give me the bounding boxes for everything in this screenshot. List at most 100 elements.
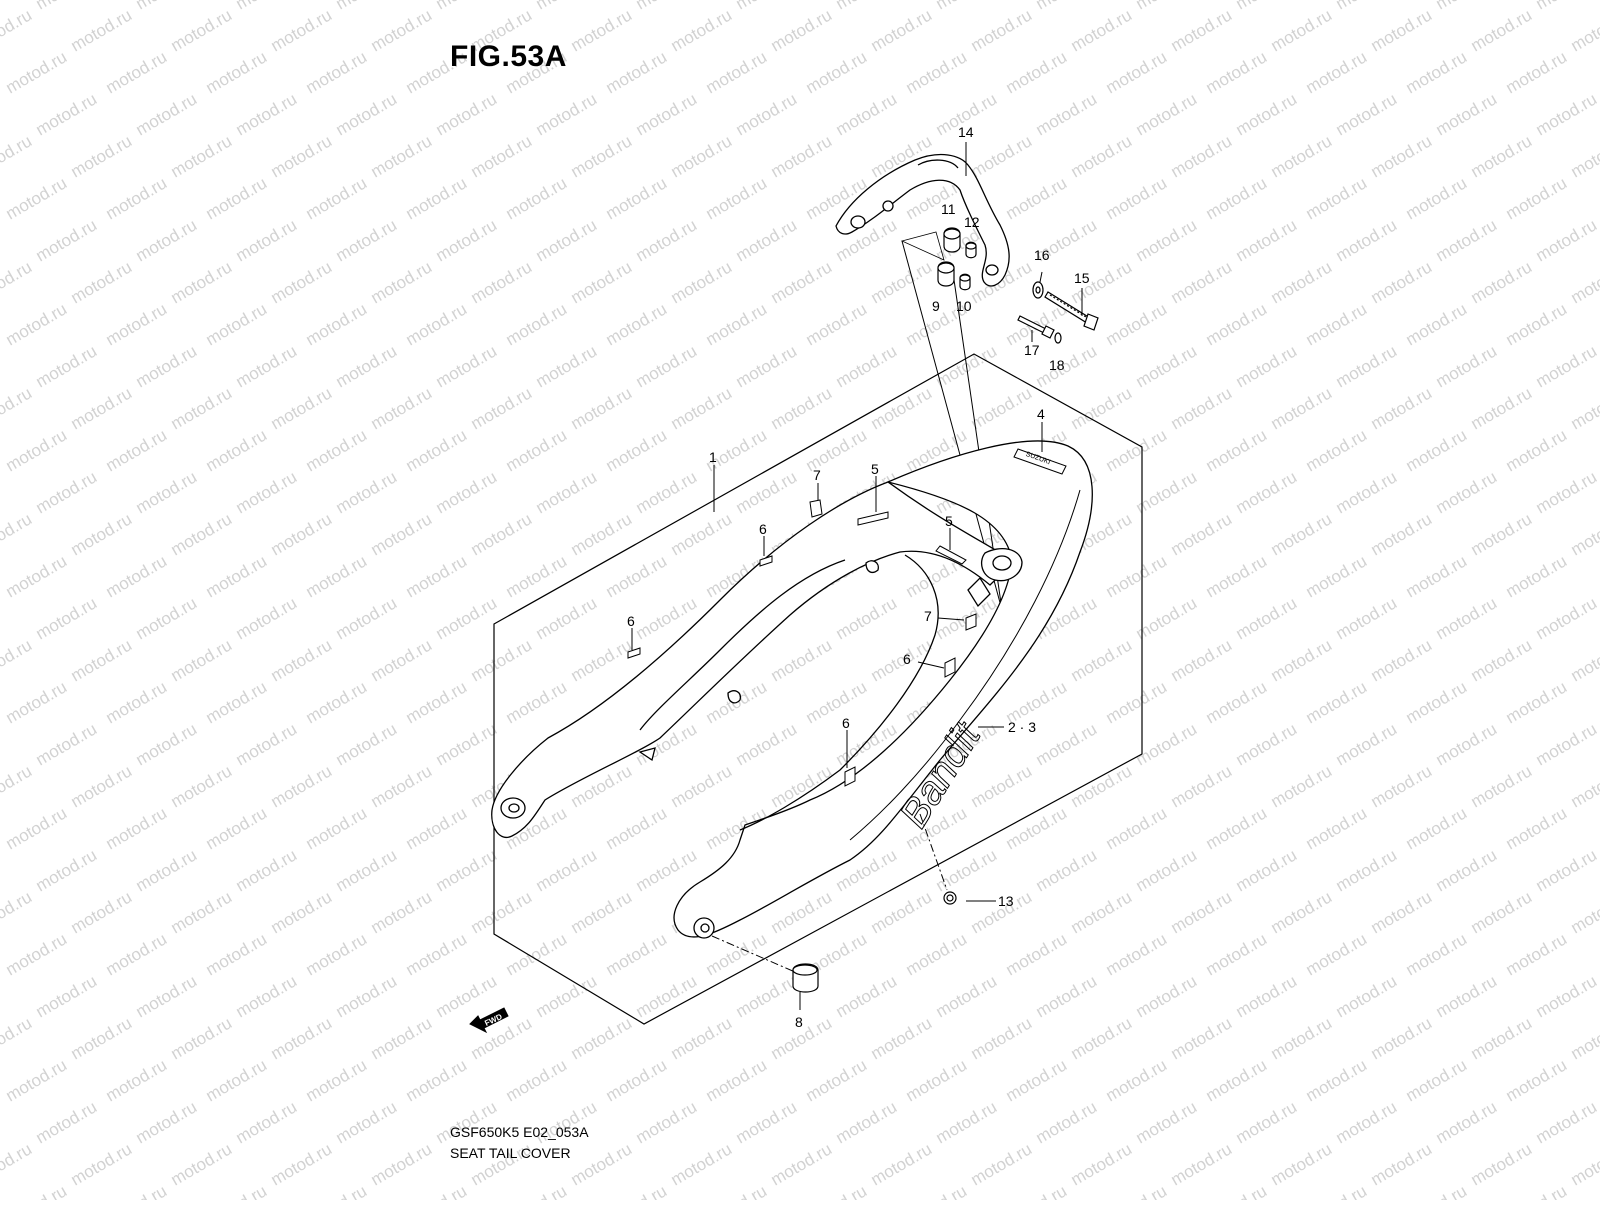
watermark-text: motod.ru [468, 635, 536, 685]
watermark-text: motod.ru [568, 509, 636, 559]
watermark-text: motod.ru [433, 593, 501, 643]
watermark-text: motod.ru [1368, 5, 1436, 55]
watermark-text: motod.ru [1368, 257, 1436, 307]
watermark-text: motod.ru [303, 425, 371, 475]
watermark-text: motod.ru [603, 173, 671, 223]
watermark-text: motod.ru [1133, 971, 1201, 1021]
watermark-text: motod.ru [1468, 635, 1536, 685]
watermark-text: motod.ru [1403, 47, 1471, 97]
watermark-text: motod.ru [1568, 509, 1600, 559]
figure-title: FIG.53A [450, 40, 567, 74]
watermark-text: motod.ru [0, 887, 35, 937]
watermark-text: motod.ru [668, 383, 736, 433]
watermark-text: motod.ru [133, 719, 201, 769]
watermark-text: motod.ru [1103, 1181, 1171, 1200]
watermark-text: motod.ru [168, 1139, 236, 1189]
callout-7a: 7 [813, 467, 821, 483]
watermark-text: motod.ru [0, 5, 35, 55]
watermark-text: motod.ru [733, 971, 801, 1021]
watermark-text: motod.ru [268, 887, 336, 937]
watermark-text: motod.ru [1133, 1097, 1201, 1147]
watermark-text: motod.ru [1303, 551, 1371, 601]
watermark-text: motod.ru [968, 131, 1036, 181]
watermark-text: motod.ru [1433, 971, 1501, 1021]
watermark-text: motod.ru [33, 971, 101, 1021]
watermark-text: motod.ru [803, 299, 871, 349]
watermark-text: motod.ru [1233, 593, 1301, 643]
watermark-text: motod.ru [133, 845, 201, 895]
watermark-text: motod.ru [1368, 383, 1436, 433]
watermark-text: motod.ru [1403, 173, 1471, 223]
watermark-text: motod.ru [203, 1055, 271, 1105]
callout-4: 4 [1037, 406, 1045, 422]
watermark-text: motod.ru [1268, 1139, 1336, 1189]
watermark-text: motod.ru [203, 47, 271, 97]
watermark-text: motod.ru [768, 131, 836, 181]
watermark-text: motod.ru [1033, 971, 1101, 1021]
watermark-text: motod.ru [633, 215, 701, 265]
watermark-text: motod.ru [1568, 131, 1600, 181]
watermark-text: motod.ru [203, 677, 271, 727]
watermark-text: motod.ru [1568, 1139, 1600, 1189]
watermark-text: motod.ru [733, 1097, 801, 1147]
watermark-text: motod.ru [368, 635, 436, 685]
watermark-text: motod.ru [1568, 635, 1600, 685]
watermark-text: motod.ru [803, 47, 871, 97]
watermark-text: motod.ru [33, 467, 101, 517]
watermark-text: motod.ru [1403, 299, 1471, 349]
watermark-text: motod.ru [433, 719, 501, 769]
callout-14: 14 [958, 124, 974, 140]
watermark-text: motod.ru [303, 1181, 371, 1200]
callout-6c: 6 [903, 651, 911, 667]
watermark-text: motod.ru [1303, 47, 1371, 97]
watermark-text: motod.ru [1433, 1097, 1501, 1147]
watermark-text: motod.ru [1203, 551, 1271, 601]
watermark-text: motod.ru [0, 383, 35, 433]
watermark-text: motod.ru [568, 257, 636, 307]
watermark-text: motod.ru [1468, 1013, 1536, 1063]
watermark-text: motod.ru [368, 509, 436, 559]
watermark-text: motod.ru [868, 887, 936, 937]
watermark-text: motod.ru [233, 89, 301, 139]
watermark-text: motod.ru [1468, 5, 1536, 55]
watermark-text: motod.ru [268, 635, 336, 685]
watermark-text: motod.ru [1568, 257, 1600, 307]
watermark-text: motod.ru [33, 89, 101, 139]
watermark-text: motod.ru [1333, 0, 1401, 13]
watermark-text: motod.ru [1333, 971, 1401, 1021]
watermark-text: motod.ru [1368, 635, 1436, 685]
watermark-text: motod.ru [1268, 5, 1336, 55]
watermark-text: motod.ru [1233, 0, 1301, 13]
watermark-text: motod.ru [603, 551, 671, 601]
watermark-text: motod.ru [68, 887, 136, 937]
watermark-text: motod.ru [68, 383, 136, 433]
callout-2-3: 2 · 3 [1008, 719, 1036, 735]
watermark-text: motod.ru [903, 1181, 971, 1200]
watermark-text: motod.ru [1333, 215, 1401, 265]
watermark-text: motod.ru [1168, 5, 1236, 55]
watermark-text: motod.ru [1433, 467, 1501, 517]
watermark-text: motod.ru [333, 89, 401, 139]
watermark-text: motod.ru [733, 0, 801, 13]
watermark-text: motod.ru [103, 677, 171, 727]
watermark-text: motod.ru [1433, 845, 1501, 895]
watermark-text: motod.ru [433, 215, 501, 265]
watermark-text: motod.ru [1068, 761, 1136, 811]
callout-9: 9 [932, 298, 940, 314]
watermark-text: motod.ru [1533, 0, 1600, 13]
watermark-text: motod.ru [203, 803, 271, 853]
watermark-text: motod.ru [633, 845, 701, 895]
watermark-text: motod.ru [533, 467, 601, 517]
watermark-text: motod.ru [268, 509, 336, 559]
watermark-text: motod.ru [733, 215, 801, 265]
watermark-text: motod.ru [333, 215, 401, 265]
watermark-text: motod.ru [833, 89, 901, 139]
callout-17: 17 [1024, 342, 1040, 358]
watermark-text: motod.ru [1333, 845, 1401, 895]
watermark-text: motod.ru [668, 1013, 736, 1063]
watermark-text: motod.ru [768, 5, 836, 55]
watermark-text: motod.ru [0, 761, 35, 811]
watermark-text: motod.ru [168, 761, 236, 811]
watermark-text: motod.ru [603, 803, 671, 853]
watermark-text: motod.ru [668, 131, 736, 181]
